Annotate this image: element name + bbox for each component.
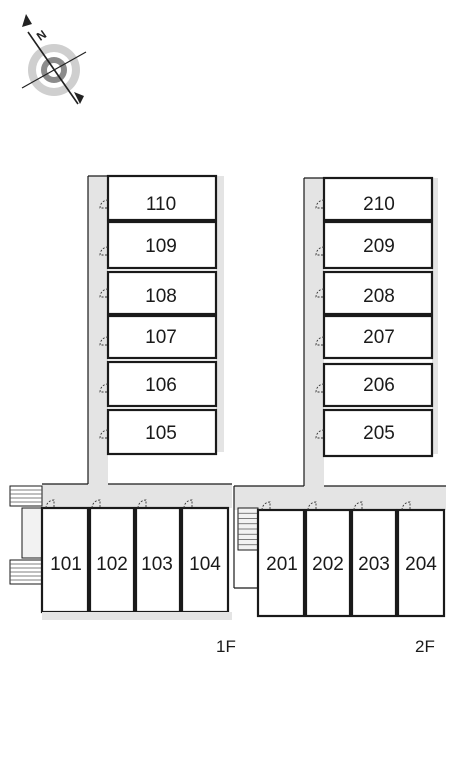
unit-203[interactable]: 203 <box>350 508 398 618</box>
unit-201[interactable]: 201 <box>256 508 306 618</box>
door-swing-mark <box>353 501 363 511</box>
unit-104[interactable]: 104 <box>180 506 230 614</box>
unit-label-206: 206 <box>363 375 395 396</box>
unit-label-207: 207 <box>363 327 395 348</box>
unit-103[interactable]: 103 <box>134 506 182 614</box>
door-swing-mark <box>315 429 325 439</box>
unit-206[interactable]: 206 <box>322 362 434 408</box>
unit-207[interactable]: 207 <box>322 314 434 360</box>
door-swing-mark <box>99 429 109 439</box>
unit-210[interactable]: 210 <box>322 176 434 222</box>
unit-label-109: 109 <box>145 236 177 257</box>
unit-label-105: 105 <box>145 423 177 444</box>
unit-label-210: 210 <box>363 194 395 215</box>
unit-208[interactable]: 208 <box>322 270 434 316</box>
unit-label-108: 108 <box>145 286 177 307</box>
door-swing-mark <box>99 336 109 346</box>
unit-205[interactable]: 205 <box>322 408 434 458</box>
door-swing-mark <box>307 501 317 511</box>
stair-1f <box>9 485 43 585</box>
unit-label-205: 205 <box>363 423 395 444</box>
unit-label-201: 201 <box>266 554 298 575</box>
unit-label-104: 104 <box>189 554 221 575</box>
unit-106[interactable]: 106 <box>106 360 218 408</box>
unit-101[interactable]: 101 <box>40 506 90 614</box>
unit-column-2f: 210 209 208 207 206 205 <box>322 176 434 458</box>
unit-label-208: 208 <box>363 286 395 307</box>
door-swing-mark <box>315 383 325 393</box>
floor-1-plan: 110 109 108 107 106 105 <box>9 174 236 656</box>
unit-109[interactable]: 109 <box>106 220 218 270</box>
door-swing-mark <box>45 499 55 509</box>
door-swing-marks <box>45 199 411 511</box>
unit-204[interactable]: 204 <box>396 508 446 618</box>
door-swing-mark <box>99 288 109 298</box>
door-swing-mark <box>99 383 109 393</box>
door-swing-mark <box>99 199 109 209</box>
unit-107[interactable]: 107 <box>106 314 218 360</box>
stair-treads-1f <box>10 489 42 581</box>
door-swing-mark <box>315 336 325 346</box>
unit-105[interactable]: 105 <box>106 408 218 456</box>
unit-label-110: 110 <box>146 194 176 215</box>
unit-202[interactable]: 202 <box>304 508 352 618</box>
unit-label-204: 204 <box>405 554 437 575</box>
unit-label-106: 106 <box>145 375 177 396</box>
unit-110[interactable]: 110 <box>106 174 218 222</box>
stair-treads-2f <box>238 512 258 546</box>
unit-108[interactable]: 108 <box>106 270 218 316</box>
unit-row-1f: 101 102 103 104 <box>40 506 230 614</box>
door-swing-mark <box>137 499 147 509</box>
corridor-1f-horizontal <box>42 484 232 508</box>
unit-label-209: 209 <box>363 236 395 257</box>
unit-label-107: 107 <box>145 327 177 348</box>
unit-label-202: 202 <box>312 554 344 575</box>
corridor-2f-vertical <box>304 178 324 486</box>
floor-label-2f: 2F <box>415 637 435 656</box>
compass-rose-icon <box>21 14 87 105</box>
unit-row-2f: 201 202 203 204 <box>256 508 446 618</box>
unit-column-1f: 110 109 108 107 106 105 <box>106 174 218 456</box>
door-swing-mark <box>99 246 109 256</box>
door-swing-mark <box>183 499 193 509</box>
door-swing-mark <box>401 501 411 511</box>
floor-label-1f: 1F <box>216 637 236 656</box>
floor-2-plan: 210 209 208 207 206 205 <box>233 176 446 656</box>
door-swing-mark <box>91 499 101 509</box>
unit-102[interactable]: 102 <box>88 506 136 614</box>
compass: N <box>21 14 87 105</box>
door-swing-mark <box>315 288 325 298</box>
unit-label-102: 102 <box>96 554 128 575</box>
unit-label-103: 103 <box>141 554 173 575</box>
unit-209[interactable]: 209 <box>322 220 434 270</box>
corridor-2f-horizontal <box>234 486 446 510</box>
compass-north-label: N <box>34 27 49 43</box>
door-swing-mark <box>315 199 325 209</box>
door-swing-mark <box>315 246 325 256</box>
unit-label-101: 101 <box>50 554 82 575</box>
door-swing-mark <box>261 501 271 511</box>
corridor-1f-vertical <box>88 176 108 486</box>
unit-label-203: 203 <box>358 554 390 575</box>
